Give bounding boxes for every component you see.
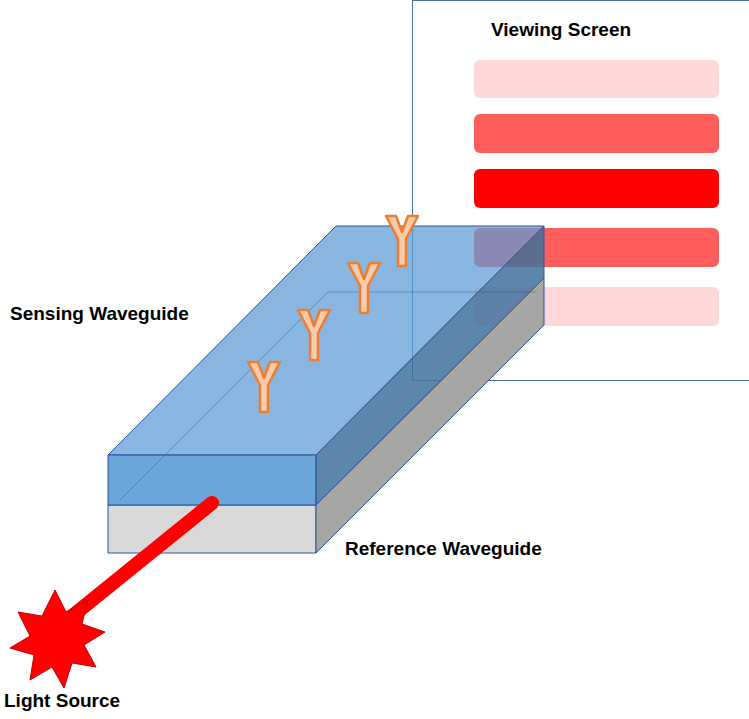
antibody-symbol [248,362,280,412]
reference-front [108,505,316,553]
light-source-star [10,590,105,688]
part-label: Sensing Waveguide [10,303,189,325]
fringe-bar [474,169,719,208]
fringe-bar [474,60,719,98]
part-label: Light Source [4,690,120,712]
antibody-group [248,216,418,412]
screen-title: Viewing Screen [491,19,631,41]
antibody-symbol [386,216,418,266]
part-label: Reference Waveguide [345,538,542,560]
antibody-symbol [298,310,330,360]
fringe-bar [474,114,719,153]
sensing-side [316,226,544,505]
antibody-symbol [348,263,380,313]
